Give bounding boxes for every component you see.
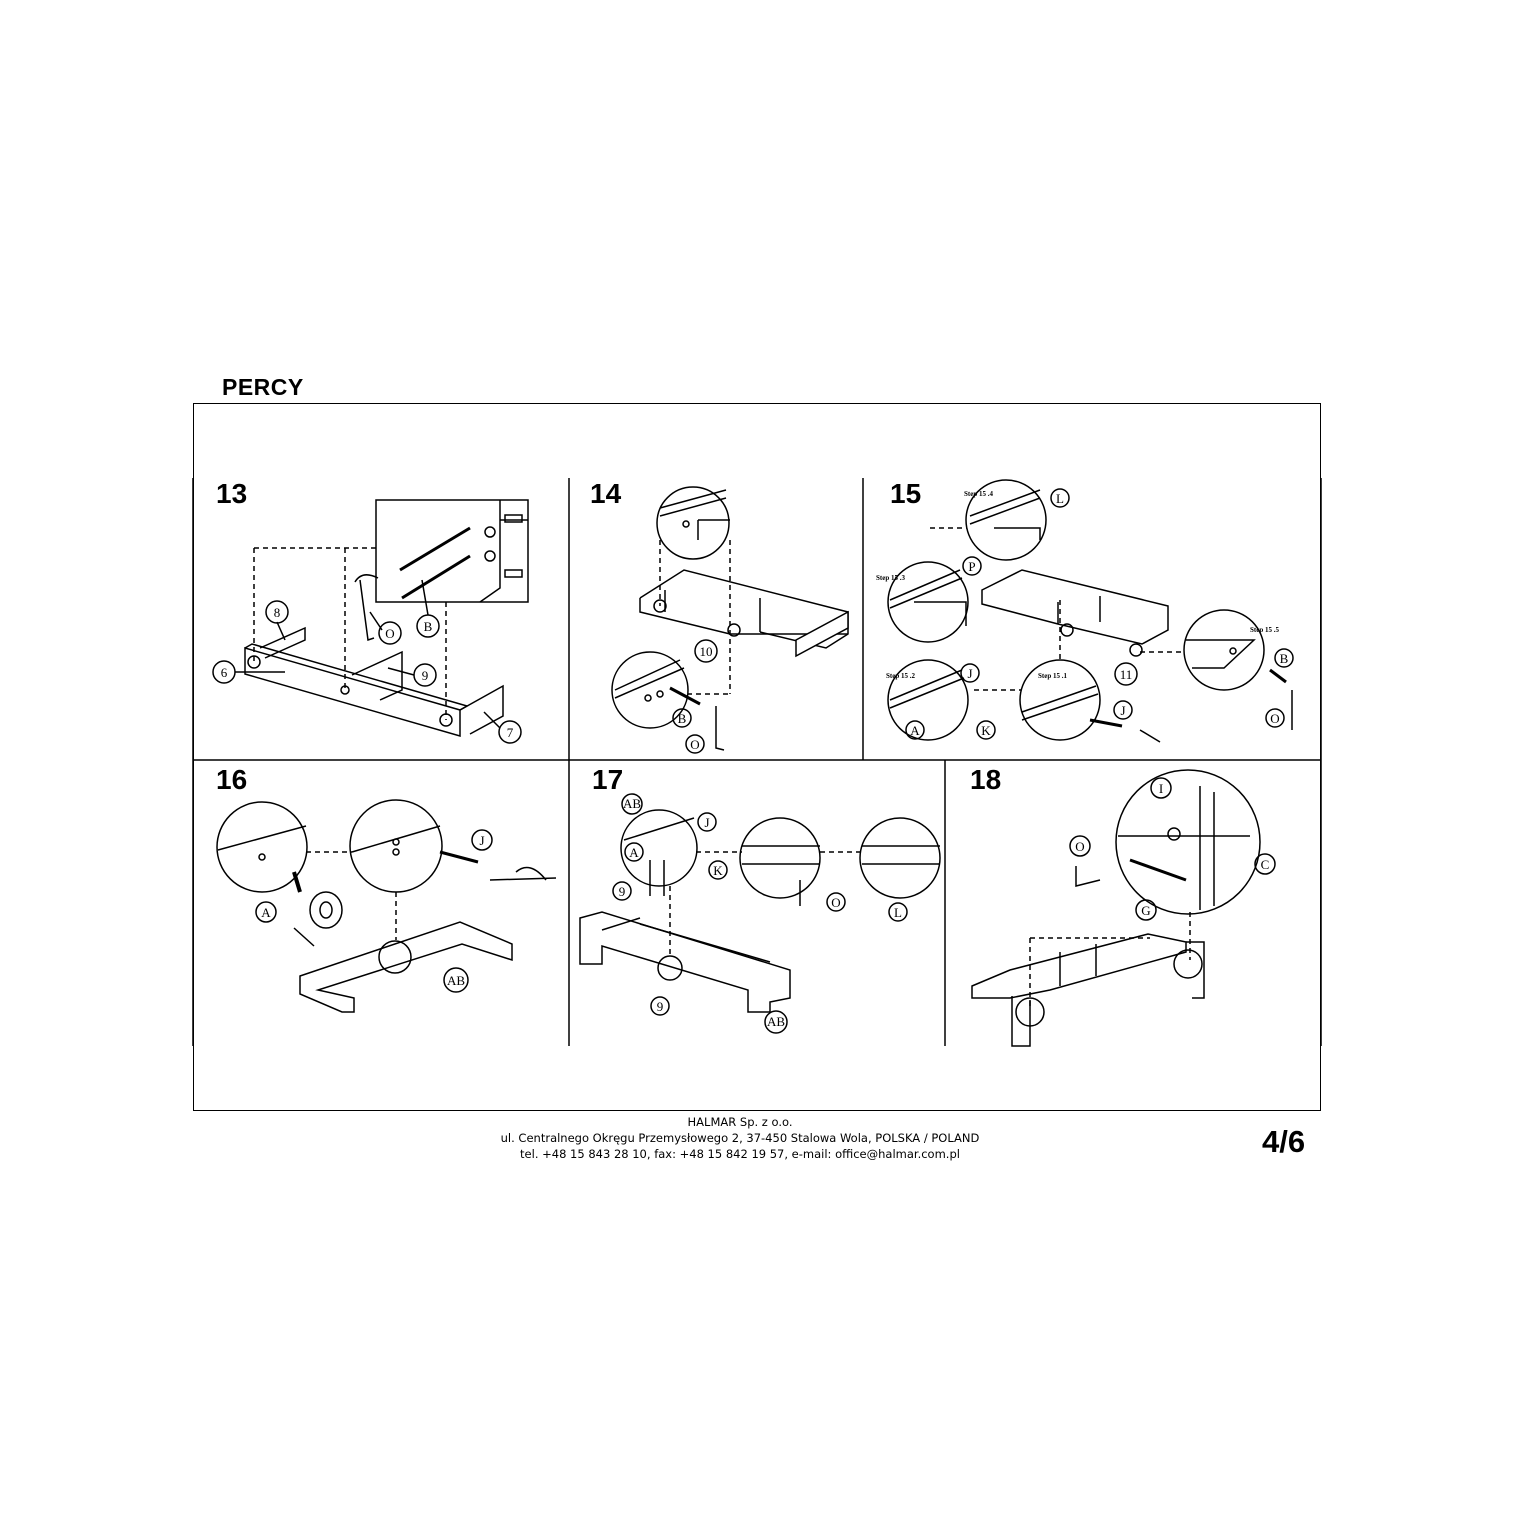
substep-15-2: Step 15 .2: [886, 672, 915, 680]
step-number-14: 14: [590, 478, 622, 509]
step-number-18: 18: [970, 764, 1002, 795]
step13-label-8: 8: [274, 605, 281, 620]
footer: HALMAR Sp. z o.o. ul. Centralnego Okręgu…: [460, 1114, 1020, 1162]
step14-labels: 10 B O: [678, 644, 713, 752]
step16-label-AB: AB: [447, 973, 465, 988]
step18-label-G: G: [1141, 903, 1150, 918]
step13-drawing: [212, 499, 529, 744]
page-number: 4/6: [1262, 1124, 1306, 1159]
step17-label-L: L: [894, 905, 902, 920]
step17-label-AB: AB: [623, 796, 641, 811]
step15-label-J: J: [967, 666, 972, 681]
step-number-16: 16: [216, 764, 248, 795]
step-number-17: 17: [592, 764, 624, 795]
step15-label-A: A: [910, 723, 920, 738]
step17-label-O: O: [831, 895, 840, 910]
step13-label-B: B: [424, 619, 433, 634]
substep-15-4: Step 15 .4: [964, 490, 993, 498]
step-number-13: 13: [216, 478, 248, 509]
footer-company: HALMAR Sp. z o.o.: [687, 1115, 793, 1129]
step15-label-O: O: [1270, 711, 1279, 726]
step13-label-O: O: [385, 626, 394, 641]
step17-label-ABb: AB: [767, 1014, 785, 1029]
document-title: PERCY: [222, 374, 304, 400]
step14-label-10: 10: [700, 644, 713, 659]
step18-labels: I O C G: [1075, 781, 1269, 918]
panel-dividers: [192, 478, 1322, 1046]
substep-15-3: Step 15 .3: [876, 574, 905, 582]
step15-substep-labels: Step 15 .4 Step 15 .3 Step 15 .2 Step 15…: [876, 490, 1279, 680]
step17-label-9b: 9: [657, 999, 664, 1014]
step17-label-9: 9: [619, 884, 626, 899]
step15-drawing: [887, 479, 1294, 743]
step13-label-9: 9: [422, 668, 429, 683]
step15-label-J2: J: [1120, 703, 1125, 718]
step14-label-B: B: [678, 711, 687, 726]
footer-contact: tel. +48 15 843 28 10, fax: +48 15 842 1…: [520, 1147, 960, 1161]
step13-label-6: 6: [221, 665, 228, 680]
step18-label-O: O: [1075, 839, 1084, 854]
step15-labels: L P J K A J 11 B O: [910, 491, 1288, 738]
step18-label-C: C: [1261, 857, 1270, 872]
substep-15-1: Step 15 .1: [1038, 672, 1067, 680]
step18-drawing: [971, 769, 1276, 1047]
step17-label-K: K: [713, 863, 723, 878]
step16-label-A: A: [261, 905, 271, 920]
step15-label-K: K: [981, 723, 991, 738]
step17-drawing: [579, 793, 941, 1034]
step14-drawing: [611, 486, 849, 754]
step16-drawing: [216, 799, 557, 1013]
step17-label-A: A: [629, 845, 639, 860]
step16-labels: J A AB: [261, 833, 484, 988]
step15-label-11: 11: [1120, 667, 1133, 682]
step17-label-J: J: [704, 815, 709, 830]
step15-label-B: B: [1280, 651, 1289, 666]
step15-label-L: L: [1056, 491, 1064, 506]
step17-labels: AB J A K 9 O L 9 AB: [619, 796, 902, 1029]
step18-label-I: I: [1159, 781, 1163, 796]
step15-label-P: P: [968, 559, 975, 574]
substep-15-5: Step 15 .5: [1250, 626, 1279, 634]
step14-label-O: O: [690, 737, 699, 752]
step-number-15: 15: [890, 478, 922, 509]
footer-address: ul. Centralnego Okręgu Przemysłowego 2, …: [500, 1131, 980, 1145]
step13-labels: 8 6 9 7 O B: [221, 605, 514, 740]
step16-label-J: J: [479, 833, 484, 848]
step13-label-7: 7: [507, 725, 514, 740]
